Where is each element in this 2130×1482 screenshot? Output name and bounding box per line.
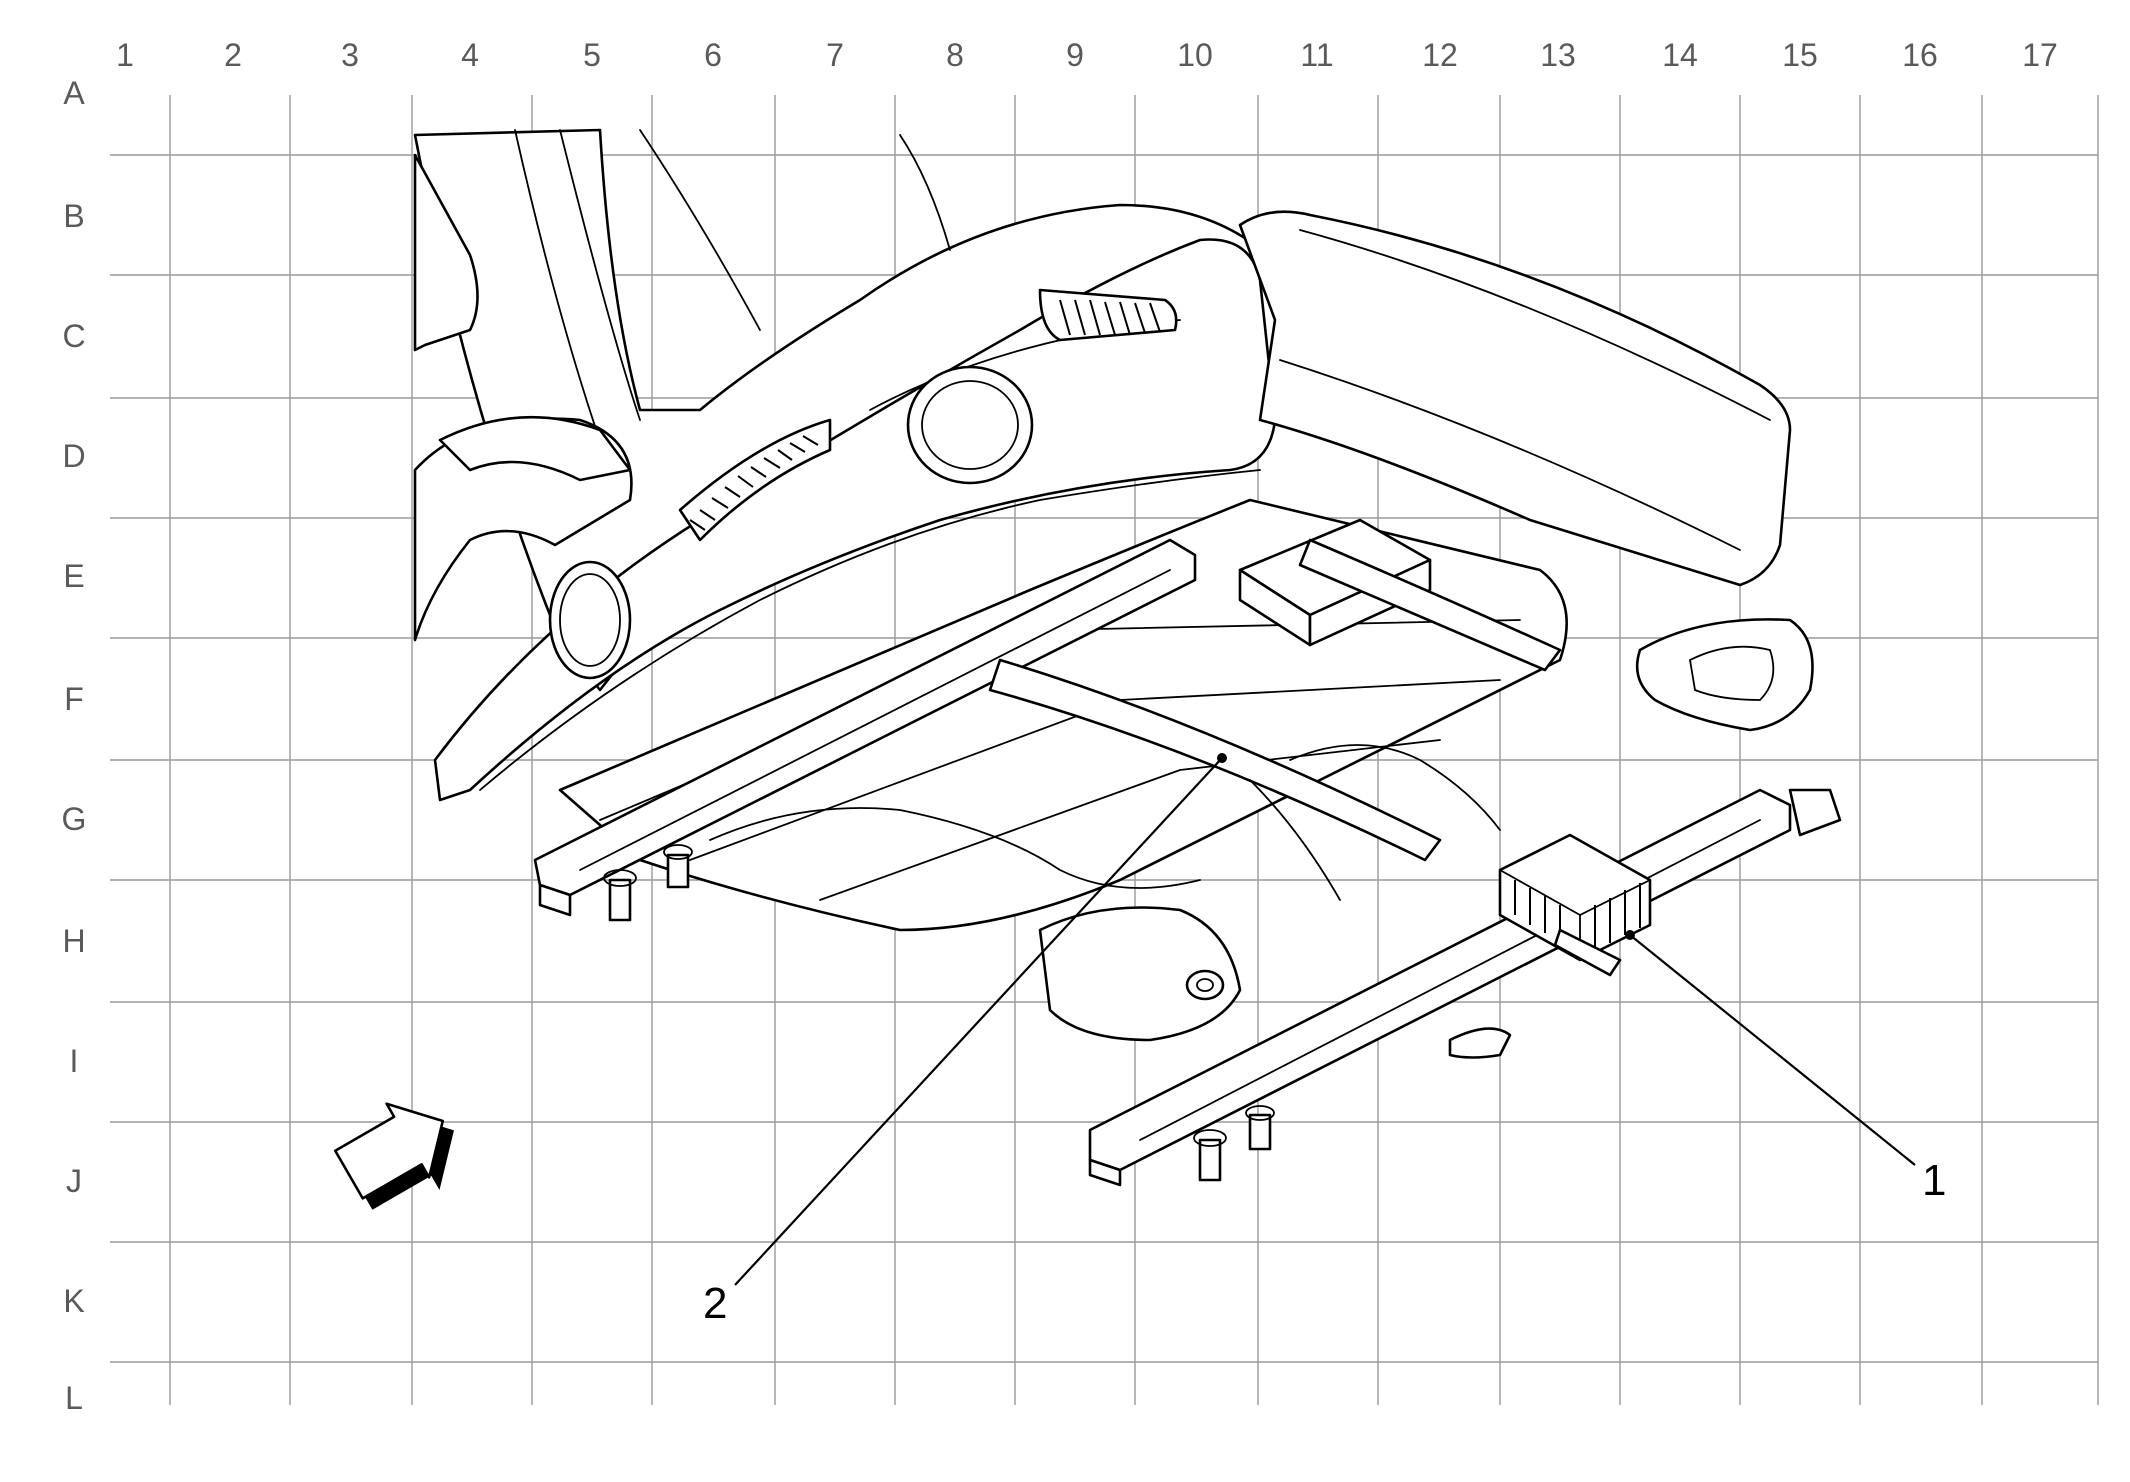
- shroud-boss-upper: [906, 365, 1034, 485]
- grid-row-label: A: [63, 75, 85, 111]
- grid-row-label: B: [63, 198, 84, 234]
- grid-row-label: D: [62, 438, 85, 474]
- rear-cushion-panel: [1238, 210, 1792, 587]
- leader-line-1: [1629, 934, 1916, 1166]
- side-handle: [1635, 618, 1814, 732]
- seat-side-trim: [413, 153, 479, 352]
- grid-row-labels: A B C D E F G H I J K L: [62, 75, 87, 1416]
- grid-column-label: 3: [341, 37, 359, 73]
- grid-column-label: 10: [1177, 37, 1213, 73]
- grid-column-label: 7: [826, 37, 844, 73]
- track-stud-right-1: [1198, 1138, 1222, 1182]
- grid-column-label: 17: [2022, 37, 2058, 73]
- grid-column-label: 4: [461, 37, 479, 73]
- grid-row-label: H: [62, 923, 85, 959]
- grid-column-label: 6: [704, 37, 722, 73]
- grid-row-label: J: [66, 1163, 82, 1199]
- grid-column-label: 15: [1782, 37, 1818, 73]
- track-end-cap: [1788, 788, 1842, 837]
- grid-row-label: G: [62, 801, 87, 837]
- wiring-harness: [709, 807, 1201, 889]
- grid-row-label: I: [70, 1043, 79, 1079]
- grid-row-label: K: [63, 1283, 84, 1319]
- track-stud-left-2: [666, 853, 690, 889]
- grid-column-label: 9: [1066, 37, 1084, 73]
- seat-assembly: [413, 128, 1842, 1187]
- grid-row-label: F: [64, 681, 84, 717]
- grid-column-label: 11: [1300, 37, 1333, 73]
- leader-line-2: [734, 757, 1223, 1286]
- grid-column-label: 16: [1902, 37, 1938, 73]
- component-1-connector-bracket: [1498, 833, 1652, 977]
- grid-column-label: 12: [1422, 37, 1458, 73]
- view-direction-arrow-icon: [333, 1102, 454, 1210]
- shroud-boss-lower: [548, 560, 632, 680]
- grid-column-label: 13: [1540, 37, 1576, 73]
- grid-row-label: E: [63, 558, 84, 594]
- grid-column-label: 14: [1662, 37, 1698, 73]
- grid-column-label: 5: [583, 37, 601, 73]
- grid-column-label: 8: [946, 37, 964, 73]
- seat-side-pocket: [438, 415, 632, 482]
- callout-2: 2: [703, 1279, 727, 1328]
- belt-buckle-stalk: [1448, 1027, 1512, 1059]
- rear-cross-tube: [1298, 538, 1562, 672]
- grid-row-label: L: [65, 1380, 83, 1416]
- grid-column-label: 2: [224, 37, 242, 73]
- front-cross-tube: [988, 658, 1442, 862]
- vent-grille-front: [678, 418, 832, 542]
- track-stud-left-1: [608, 878, 632, 922]
- lower-frame-bracket: [1038, 906, 1242, 1042]
- track-stud-right-2: [1248, 1113, 1272, 1151]
- callout-1: 1: [1922, 1156, 1946, 1205]
- grid-column-label: 1: [116, 37, 134, 73]
- grid-row-label: C: [62, 318, 85, 354]
